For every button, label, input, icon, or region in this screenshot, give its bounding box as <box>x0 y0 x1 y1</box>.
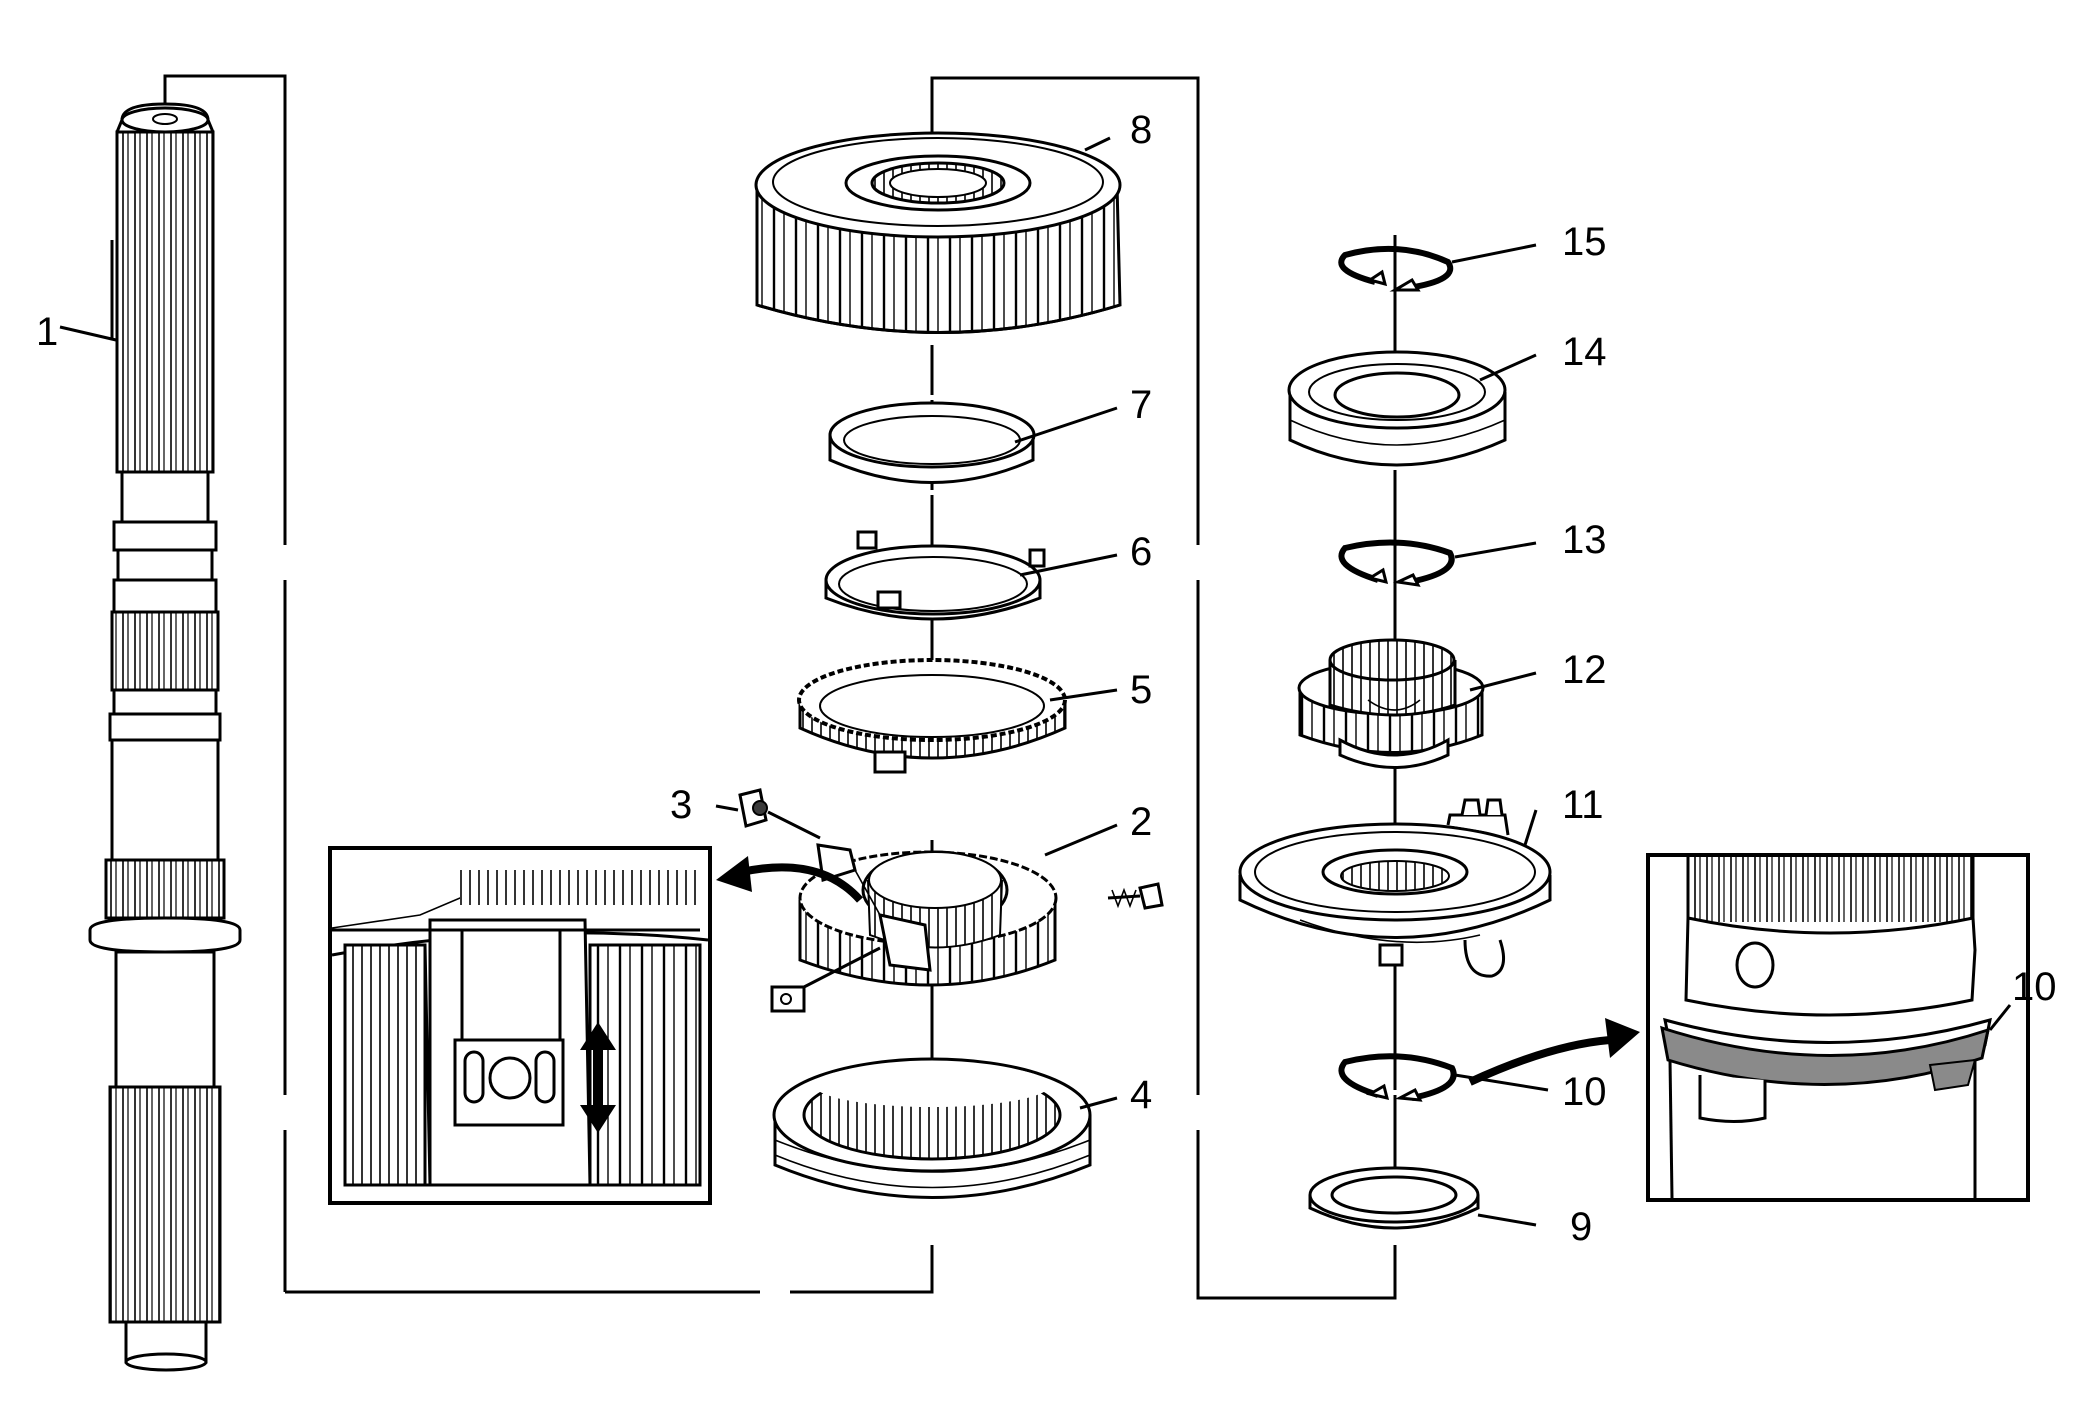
callout-2: 2 <box>1130 800 1152 844</box>
synchronizer-ring-inner <box>797 658 1067 774</box>
callout-5: 5 <box>1130 668 1152 712</box>
synchronizer-sleeve <box>772 1057 1092 1199</box>
callout-14: 14 <box>1562 330 1607 374</box>
callout-15: 15 <box>1562 220 1607 264</box>
callout-4: 4 <box>1130 1073 1152 1117</box>
callout-11: 11 <box>1562 783 1604 827</box>
snap-ring-lower <box>1338 1018 1640 1102</box>
callout-7: 7 <box>1130 383 1152 427</box>
synchronizer-hub-sleeve <box>716 843 1164 1013</box>
thrust-washer <box>1308 1166 1480 1230</box>
leader-lines <box>59 136 1549 1227</box>
synchronizer-key <box>738 788 821 840</box>
callout-1: 1 <box>36 310 58 354</box>
detail-view-snap-ring-seated <box>1646 853 2030 1202</box>
detail-view-key-position <box>328 846 712 1205</box>
callout-13: 13 <box>1562 518 1607 562</box>
bearing-retainer-plate <box>1238 798 1552 978</box>
callout-9: 9 <box>1570 1205 1592 1249</box>
callout-labels: 1 2 3 4 5 6 7 8 9 10 10 11 12 13 14 15 <box>36 108 2057 1249</box>
gear <box>754 131 1122 334</box>
synchronizer-ring-outer <box>828 401 1036 484</box>
callout-3: 3 <box>670 783 692 827</box>
synchronizer-cone <box>824 530 1046 621</box>
snap-ring-middle <box>1338 539 1455 587</box>
snap-ring-upper <box>1338 245 1454 292</box>
callout-8: 8 <box>1130 108 1152 152</box>
callout-12: 12 <box>1562 648 1607 692</box>
bearing <box>1287 350 1507 467</box>
main-shaft <box>88 102 242 1372</box>
callout-6: 6 <box>1130 530 1152 574</box>
reverse-gear-hub <box>1297 638 1485 769</box>
callout-10-detail: 10 <box>2012 965 2057 1009</box>
callout-10: 10 <box>1562 1070 1607 1114</box>
